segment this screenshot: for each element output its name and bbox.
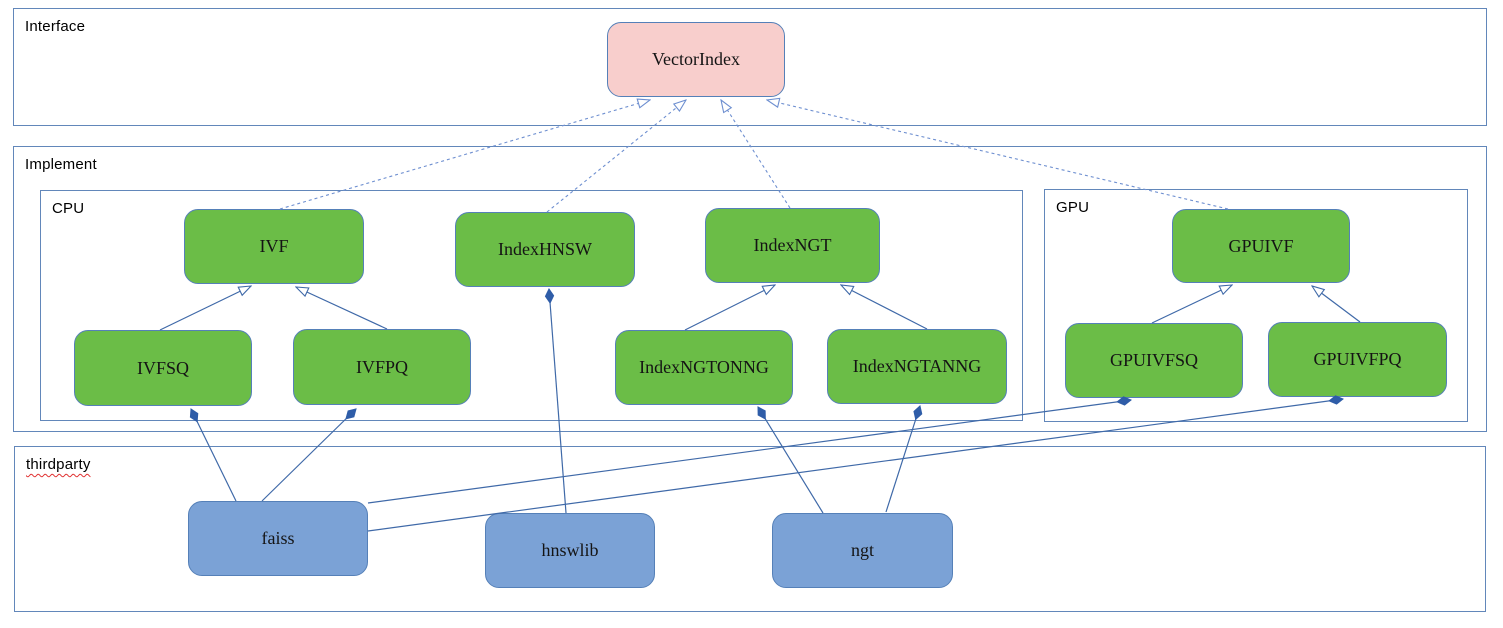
node-indexngt-label: IndexNGT (753, 235, 832, 255)
node-gpuivfsq-label: GPUIVFSQ (1109, 350, 1199, 370)
node-gpuivfsq[interactable]: GPUIVFSQ (1065, 323, 1243, 398)
node-indexhnsw-label: IndexHNSW (498, 239, 592, 259)
node-indexngt[interactable]: IndexNGT (705, 208, 880, 283)
node-ivf[interactable]: IVF (184, 209, 364, 284)
node-ivfpq-label: IVFPQ (355, 356, 408, 377)
node-faiss-label: faiss (261, 528, 295, 548)
node-ngt[interactable]: ngt (772, 513, 953, 588)
node-indexngtonng-label: IndexNGTONNG (639, 357, 769, 377)
node-vectorindex-label: VectorIndex (652, 49, 740, 69)
node-gpuivfpq[interactable]: GPUIVFPQ (1268, 322, 1447, 397)
node-indexhnsw[interactable]: IndexHNSW (455, 212, 635, 287)
container-interface-label: Interface (25, 18, 86, 35)
node-faiss[interactable]: faiss (188, 501, 368, 576)
node-ivfsq-label: IVFSQ (136, 357, 189, 378)
node-indexngtonng[interactable]: IndexNGTONNG (615, 330, 793, 405)
node-vectorindex[interactable]: VectorIndex (607, 22, 785, 97)
node-ivf-label: IVF (259, 236, 289, 256)
node-hnswlib-label: hnswlib (541, 540, 599, 560)
container-cpu-label: CPU (52, 200, 85, 217)
node-gpuivfpq-label: GPUIVFPQ (1313, 349, 1402, 369)
node-gpuivf[interactable]: GPUIVF (1172, 209, 1350, 283)
node-ivfpq[interactable]: IVFPQ (293, 329, 471, 405)
node-hnswlib[interactable]: hnswlib (485, 513, 655, 588)
node-gpuivf-label: GPUIVF (1228, 235, 1294, 256)
container-thirdparty-label: thirdparty (26, 456, 91, 473)
node-ngt-label: ngt (850, 540, 874, 560)
node-ivfsq[interactable]: IVFSQ (74, 330, 252, 406)
node-indexngtanng-label: IndexNGTANNG (852, 356, 982, 376)
container-implement-label: Implement (25, 156, 97, 173)
container-gpu-label: GPU (1056, 199, 1090, 216)
node-indexngtanng[interactable]: IndexNGTANNG (827, 329, 1007, 404)
